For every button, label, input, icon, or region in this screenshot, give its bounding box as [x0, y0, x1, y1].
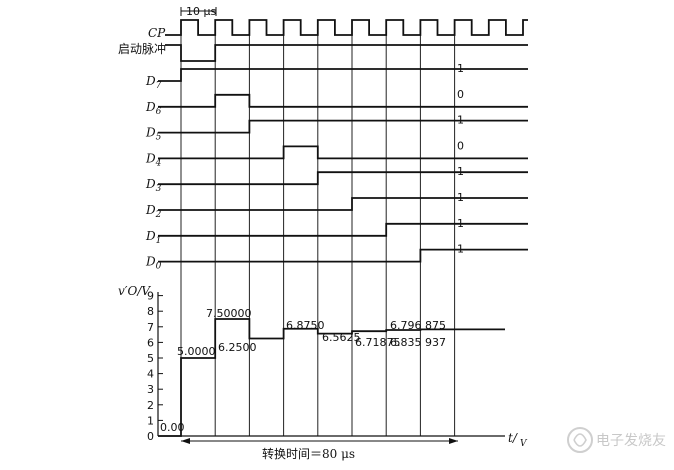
bit-waveform	[158, 222, 528, 237]
bit-label: D0	[145, 255, 162, 272]
vertical-gridlines	[180, 20, 456, 436]
bit-row-d2: D2 1	[145, 191, 528, 220]
bit-row-d6: D6 0	[145, 88, 528, 117]
y-tick-label: 3	[147, 383, 154, 396]
bit-waveform	[158, 197, 528, 211]
clock-label: CP	[148, 26, 166, 40]
y-ticks: 0 1 2 3 4 5 6 7 8 9	[147, 290, 163, 443]
start-pulse-waveform	[165, 44, 528, 62]
bit-waveform	[158, 119, 528, 134]
bit-row-d4: D4 0	[145, 139, 528, 168]
bit-final-value: 1	[457, 165, 464, 178]
y-tick-label: 7	[147, 321, 154, 334]
bit-waveform	[158, 248, 528, 263]
voltage-label: 5.0000	[177, 345, 216, 358]
bit-waveform	[158, 68, 528, 82]
conversion-time-label: 转换时间＝80 μs	[262, 446, 355, 461]
bit-final-value: 1	[457, 243, 464, 256]
voltage-label: 6.796 875	[390, 319, 446, 332]
bit-row-d1: D1 1	[145, 217, 528, 246]
y-tick-label: 6	[147, 336, 154, 349]
bit-label: D4	[145, 151, 162, 168]
bit-row-d7: D7 1	[145, 62, 528, 91]
bit-label: D3	[145, 177, 162, 194]
voltage-label: 6.835 937	[390, 336, 446, 349]
y-tick-label: 8	[147, 305, 154, 318]
output-voltage-chart: v′O/V 0 1 2 3 4 5 6 7 8 9 0.00 5.0000 7.50000 6.2500…	[118, 284, 528, 461]
y-tick-label: 2	[147, 399, 154, 412]
x-axis-label: t/ V	[508, 431, 528, 449]
bit-waveform	[158, 145, 528, 160]
bit-label: D7	[145, 74, 162, 91]
bit-label: D6	[145, 100, 162, 117]
voltage-labels: 0.00 5.0000 7.50000 6.2500 6.87506.56256.718…	[160, 307, 446, 434]
bit-final-value: 1	[457, 217, 464, 230]
x-axis-label-sub: V	[520, 439, 528, 449]
voltage-label: 6.8750	[286, 319, 325, 332]
period-label: 10 μs	[186, 5, 216, 18]
bit-row-d0: D0 1	[145, 243, 528, 272]
bit-final-value: 1	[457, 114, 464, 127]
y-tick-label: 0	[147, 430, 154, 443]
bit-final-value: 0	[457, 139, 464, 152]
y-tick-label: 9	[147, 290, 154, 303]
bit-waveform	[158, 171, 528, 186]
y-tick-label: 4	[147, 368, 154, 381]
bit-waveform	[158, 93, 528, 108]
bit-final-value: 1	[457, 191, 464, 204]
voltage-label: 6.5625	[322, 331, 361, 344]
period-annotation: 10 μs	[180, 5, 217, 18]
output-voltage-steps	[158, 318, 505, 437]
bit-label: D2	[145, 203, 162, 220]
bit-label: D1	[145, 229, 161, 246]
bit-row-d5: D5 1	[145, 114, 528, 143]
watermark-text: 电子发烧友	[596, 433, 666, 449]
bit-final-value: 0	[457, 88, 464, 101]
y-tick-label: 1	[147, 414, 154, 427]
y-axis-label: v′O/V	[118, 284, 151, 298]
start-pulse-label: 启动脉冲	[118, 41, 166, 56]
watermark-logo: 电子发烧友	[567, 427, 666, 453]
voltage-label: 6.71875	[355, 336, 401, 349]
bit-row-d3: D3 1	[145, 165, 528, 194]
y-tick-label: 5	[147, 352, 154, 365]
bit-final-value: 1	[457, 62, 464, 75]
x-axis-label-main: t/	[508, 431, 519, 445]
voltage-label: 0.00	[160, 421, 185, 434]
voltage-label: 7.50000	[206, 307, 252, 320]
voltage-label: 6.2500	[218, 341, 257, 354]
bit-label: D5	[145, 126, 162, 143]
conversion-time-annotation: 转换时间＝80 μs	[181, 438, 458, 461]
clock-waveform	[165, 19, 528, 36]
